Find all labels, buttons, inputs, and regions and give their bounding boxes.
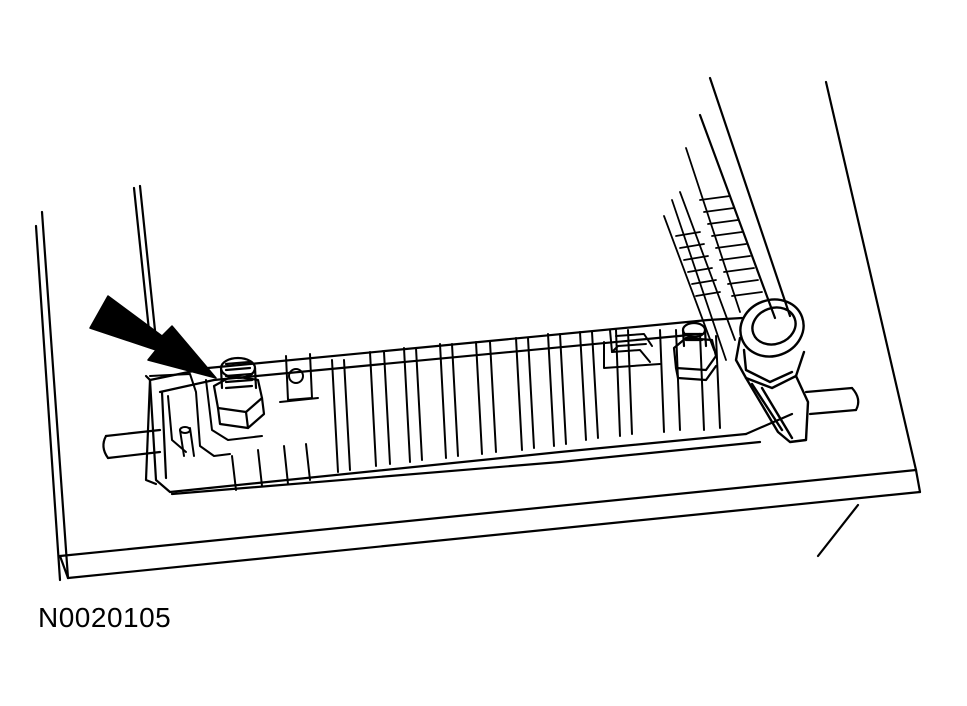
upper-hose-neck [734, 298, 810, 444]
retaining-clip [603, 329, 661, 369]
tank-ribs [231, 329, 721, 491]
left-filler-nut [212, 356, 266, 430]
pointer-arrow [89, 295, 217, 379]
left-bracket [149, 353, 319, 457]
tank-stub-pipes [102, 386, 860, 460]
radiator-tank [144, 316, 794, 496]
figure-id-label: N0020105 [38, 602, 172, 633]
right-nut [672, 321, 718, 382]
support-panel [34, 76, 922, 582]
cooling-fins [663, 147, 763, 361]
